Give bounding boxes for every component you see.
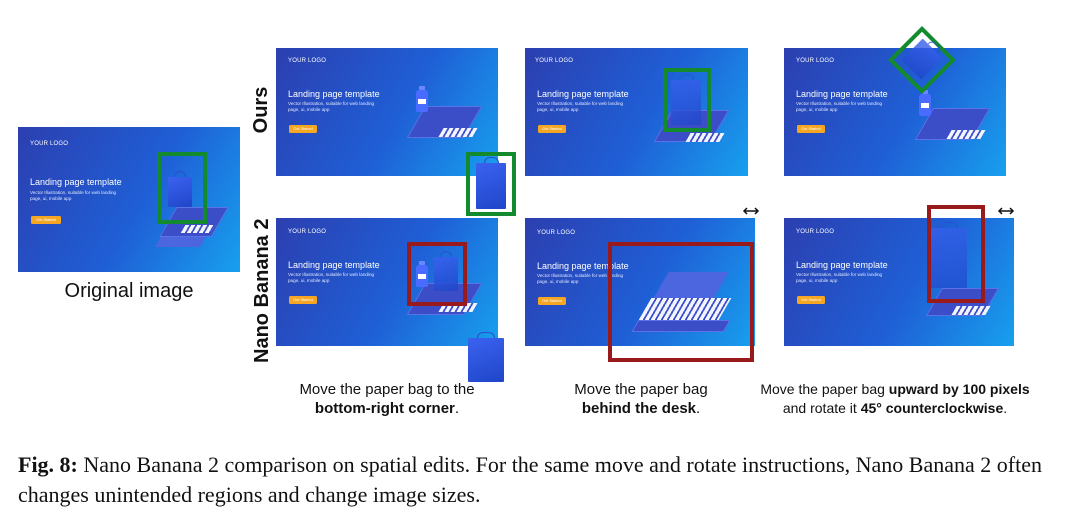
desk-illustration <box>643 68 743 168</box>
size-change-arrow-icon <box>997 207 1015 215</box>
panel-subtitle: Vector Illustration, suitable for web la… <box>30 190 117 201</box>
size-change-arrow-icon <box>742 207 760 215</box>
nano-box-2 <box>608 242 754 362</box>
row-label-ours: Ours <box>250 86 272 134</box>
desk-base <box>155 237 206 247</box>
panel-logo: YOUR LOGO <box>30 141 69 147</box>
original-image-caption: Original image <box>64 280 194 302</box>
original-bag-box <box>157 152 207 224</box>
figure-label: Fig. 8: <box>18 452 78 477</box>
desk-illustration <box>396 243 496 343</box>
figure-caption: Fig. 8: Nano Banana 2 comparison on spat… <box>18 450 1058 510</box>
desk-illustration <box>904 80 1004 175</box>
ours-panel-2: YOUR LOGO Landing page template Vector I… <box>525 48 748 176</box>
paper-bag-moved <box>476 157 506 209</box>
nano-box-3 <box>927 205 985 303</box>
nano-panel-3: YOUR LOGO Landing page template Vector I… <box>784 218 1014 346</box>
panel-button: Get Started <box>31 216 61 224</box>
nano-panel-2: YOUR LOGO Landing page template Vector I… <box>525 218 755 346</box>
ours-bag-box-2 <box>663 68 711 132</box>
row-label-nano-banana: Nano Banana 2 <box>251 218 273 363</box>
desk-illustration <box>396 78 496 173</box>
nano-panel-1: YOUR LOGO Landing page template Vector I… <box>276 218 498 346</box>
paper-bag-overflow <box>468 332 504 382</box>
ours-bag-box-1 <box>466 152 516 216</box>
instruction-1: Move the paper bag to the bottom-right c… <box>299 381 475 417</box>
instruction-3: Move the paper bag upward by 100 pixels … <box>760 381 1030 416</box>
instruction-2: Move the paper bag behind the desk. <box>574 381 708 417</box>
ours-panel-1: YOUR LOGO Landing page template Vector I… <box>276 48 498 176</box>
figure-caption-text: Nano Banana 2 comparison on spatial edit… <box>18 452 1042 507</box>
desk-illustration <box>909 222 1009 338</box>
desk-illustration <box>148 167 238 257</box>
keyboard <box>180 225 216 233</box>
ours-panel-3: YOUR LOGO Landing page template Vector I… <box>784 48 1006 176</box>
nano-box-1 <box>407 242 467 306</box>
bottle <box>416 86 428 112</box>
panel-title: Landing page template <box>30 177 122 187</box>
paper-bag <box>168 171 192 207</box>
